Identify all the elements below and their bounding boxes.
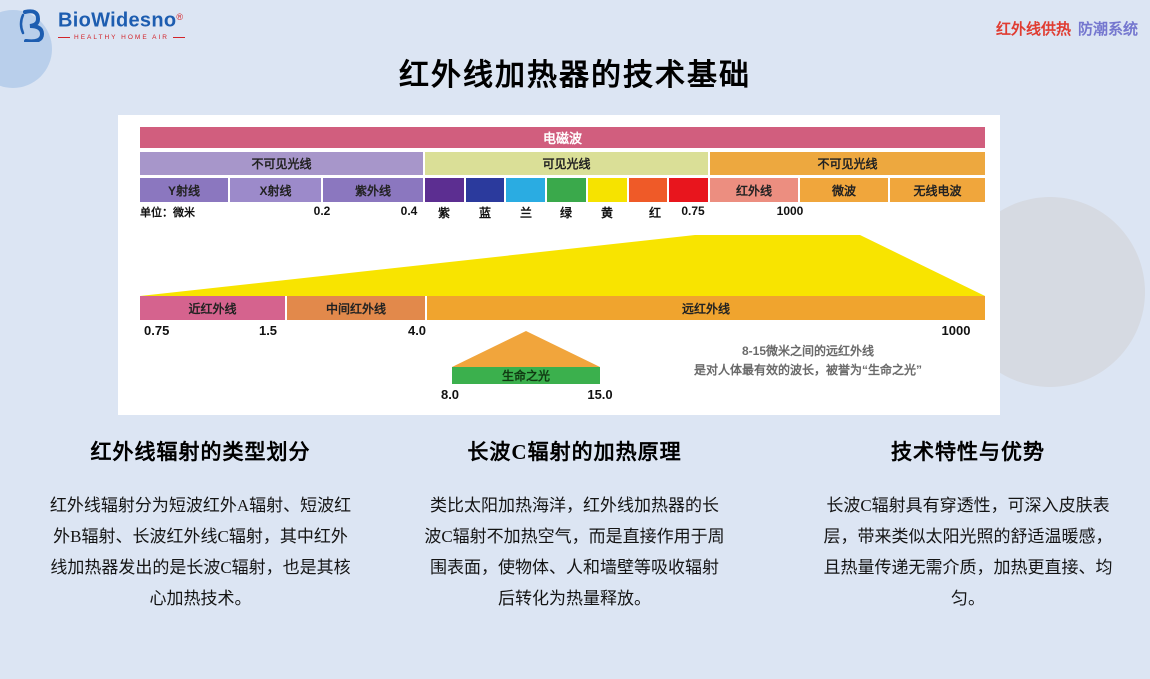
system-label-heating: 红外线供热 [995, 21, 1071, 38]
cell-x-ray: X射线 [230, 178, 321, 202]
color-label: 红 [648, 206, 662, 220]
life-tick-left: 8.0 [440, 387, 460, 402]
cell-infrared: 红外线 [710, 178, 798, 202]
system-label-moisture: 防潮系统 [1077, 21, 1138, 38]
swatch-orange [628, 178, 668, 202]
scale-tick: 0.75 [681, 204, 705, 218]
brand-text-block: BioWidesno® HEALTHY HOME AIR [58, 7, 185, 41]
segment-mid-infrared: 中间红外线 [287, 296, 425, 320]
band-invisible-left: 不可见光线 [140, 152, 423, 175]
spectrum-band-row: 不可见光线 可见光线 不可见光线 [140, 152, 985, 175]
top-scale-row: 单位：微米 0.2 0.4 紫 蓝 兰 绿 黄 红 0.75 1000 [118, 204, 1000, 222]
em-wave-bar: 电磁波 [140, 127, 985, 148]
page-title: 红外线加热器的技术基础 [399, 59, 751, 92]
brand-swirl-icon [19, 9, 45, 42]
band-invisible-right: 不可见光线 [710, 152, 985, 175]
color-label: 绿 [559, 206, 573, 220]
brand-logo: BioWidesno® HEALTHY HOME AIR [16, 6, 185, 42]
cell-microwave: 微波 [800, 178, 888, 202]
column-advantages: 技术特性与优势 长波C辐射具有穿透性，可深入皮肤表层，带来类似太阳光照的舒适温暖… [818, 436, 1118, 614]
tagline-rule-right [172, 36, 185, 38]
life-light-bar: 生命之光 [452, 367, 600, 384]
spectrum-cells-row: Y射线 X射线 紫外线 红外线 微波 无线电波 [140, 178, 985, 202]
visible-light-swatches [425, 178, 709, 202]
swatch-cyan [506, 178, 546, 202]
column-body: 类比太阳加热海洋，红外线加热器的长波C辐射不加热空气，而是直接作用于周围表面，使… [424, 496, 725, 608]
tagline-rule-left [58, 36, 70, 38]
brand-name: BioWidesno [58, 9, 177, 32]
cell-radio-wave: 无线电波 [890, 178, 985, 202]
scale-tick: 1000 [941, 323, 971, 338]
beam-wedge-shape [140, 235, 985, 296]
unit-label: 单位：微米 [140, 207, 195, 219]
column-title: 技术特性与优势 [891, 440, 1045, 464]
scale-tick: 1000 [776, 204, 804, 218]
brand-tagline: HEALTHY HOME AIR [58, 34, 185, 41]
registered-mark: ® [176, 12, 184, 23]
note-line-1: 8-15微米之间的远红外线 [741, 344, 875, 358]
color-label: 蓝 [478, 206, 492, 220]
segment-near-infrared: 近红外线 [140, 296, 285, 320]
system-label: 红外线供热防潮系统 [996, 18, 1138, 39]
scale-tick: 4.0 [407, 323, 427, 338]
column-title: 红外线辐射的类型划分 [90, 440, 311, 464]
cell-ultraviolet: 紫外线 [323, 178, 423, 202]
swatch-violet [425, 178, 464, 202]
column-title: 长波C辐射的加热原理 [467, 440, 682, 464]
column-heating-principle: 长波C辐射的加热原理 类比太阳加热海洋，红外线加热器的长波C辐射不加热空气，而是… [422, 436, 727, 614]
scale-tick: 0.75 [144, 323, 170, 338]
scale-tick: 1.5 [258, 323, 278, 338]
far-infrared-note: 8-15微米之间的远红外线 是对人体最有效的波长，被誉为“生命之光” [658, 342, 958, 380]
life-light-triangle [452, 331, 600, 367]
color-label: 紫 [437, 206, 451, 220]
color-label: 兰 [519, 206, 533, 220]
note-line-2: 是对人体最有效的波长，被誉为“生命之光” [693, 363, 922, 377]
scale-tick: 0.4 [400, 204, 418, 218]
segment-far-infrared: 远红外线 [427, 296, 985, 320]
tagline-text: HEALTHY HOME AIR [74, 33, 169, 41]
color-label: 黄 [600, 206, 614, 220]
spectrum-diagram-panel: 电磁波 不可见光线 可见光线 不可见光线 Y射线 X射线 紫外线 红外线 微波 … [118, 115, 1000, 415]
column-radiation-types: 红外线辐射的类型划分 红外线辐射分为短波红外A辐射、短波红外B辐射、长波红外线C… [48, 436, 353, 614]
infrared-range-bar: 近红外线 中间红外线 远红外线 [140, 296, 985, 320]
cell-gamma-ray: Y射线 [140, 178, 228, 202]
swatch-yellow [587, 178, 627, 202]
column-body: 长波C辐射具有穿透性，可深入皮肤表层，带来类似太阳光照的舒适温暖感，且热量传递无… [823, 496, 1113, 608]
swatch-green [547, 178, 586, 202]
swatch-red [669, 178, 709, 202]
scale-tick: 0.2 [313, 204, 331, 218]
swatch-blue [465, 178, 505, 202]
column-body: 红外线辐射分为短波红外A辐射、短波红外B辐射、长波红外线C辐射，其中红外线加热器… [49, 496, 352, 608]
life-tick-right: 15.0 [587, 387, 613, 402]
band-visible: 可见光线 [425, 152, 708, 175]
